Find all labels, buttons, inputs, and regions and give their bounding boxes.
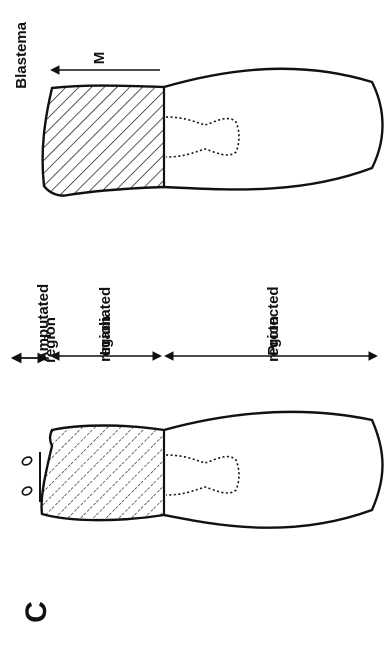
- left-worm-eye-2: [21, 485, 33, 496]
- amputated-label-line2: region: [42, 317, 59, 363]
- irradiated-label-line2: region: [97, 316, 114, 362]
- right-worm-hatched-region: [43, 86, 164, 196]
- blastema-label: Blastema: [13, 21, 30, 88]
- left-worm: [21, 412, 383, 528]
- m-label: M: [91, 52, 108, 65]
- left-worm-region-arrows: [13, 356, 376, 358]
- right-worm: [43, 69, 383, 196]
- left-worm-pharynx: [166, 455, 239, 495]
- right-worm-pharynx: [166, 117, 239, 157]
- left-worm-hatched-region: [42, 426, 164, 521]
- panel-letter: C: [20, 601, 53, 623]
- protected-label-line2: region: [265, 316, 282, 362]
- left-worm-eye-1: [21, 455, 33, 466]
